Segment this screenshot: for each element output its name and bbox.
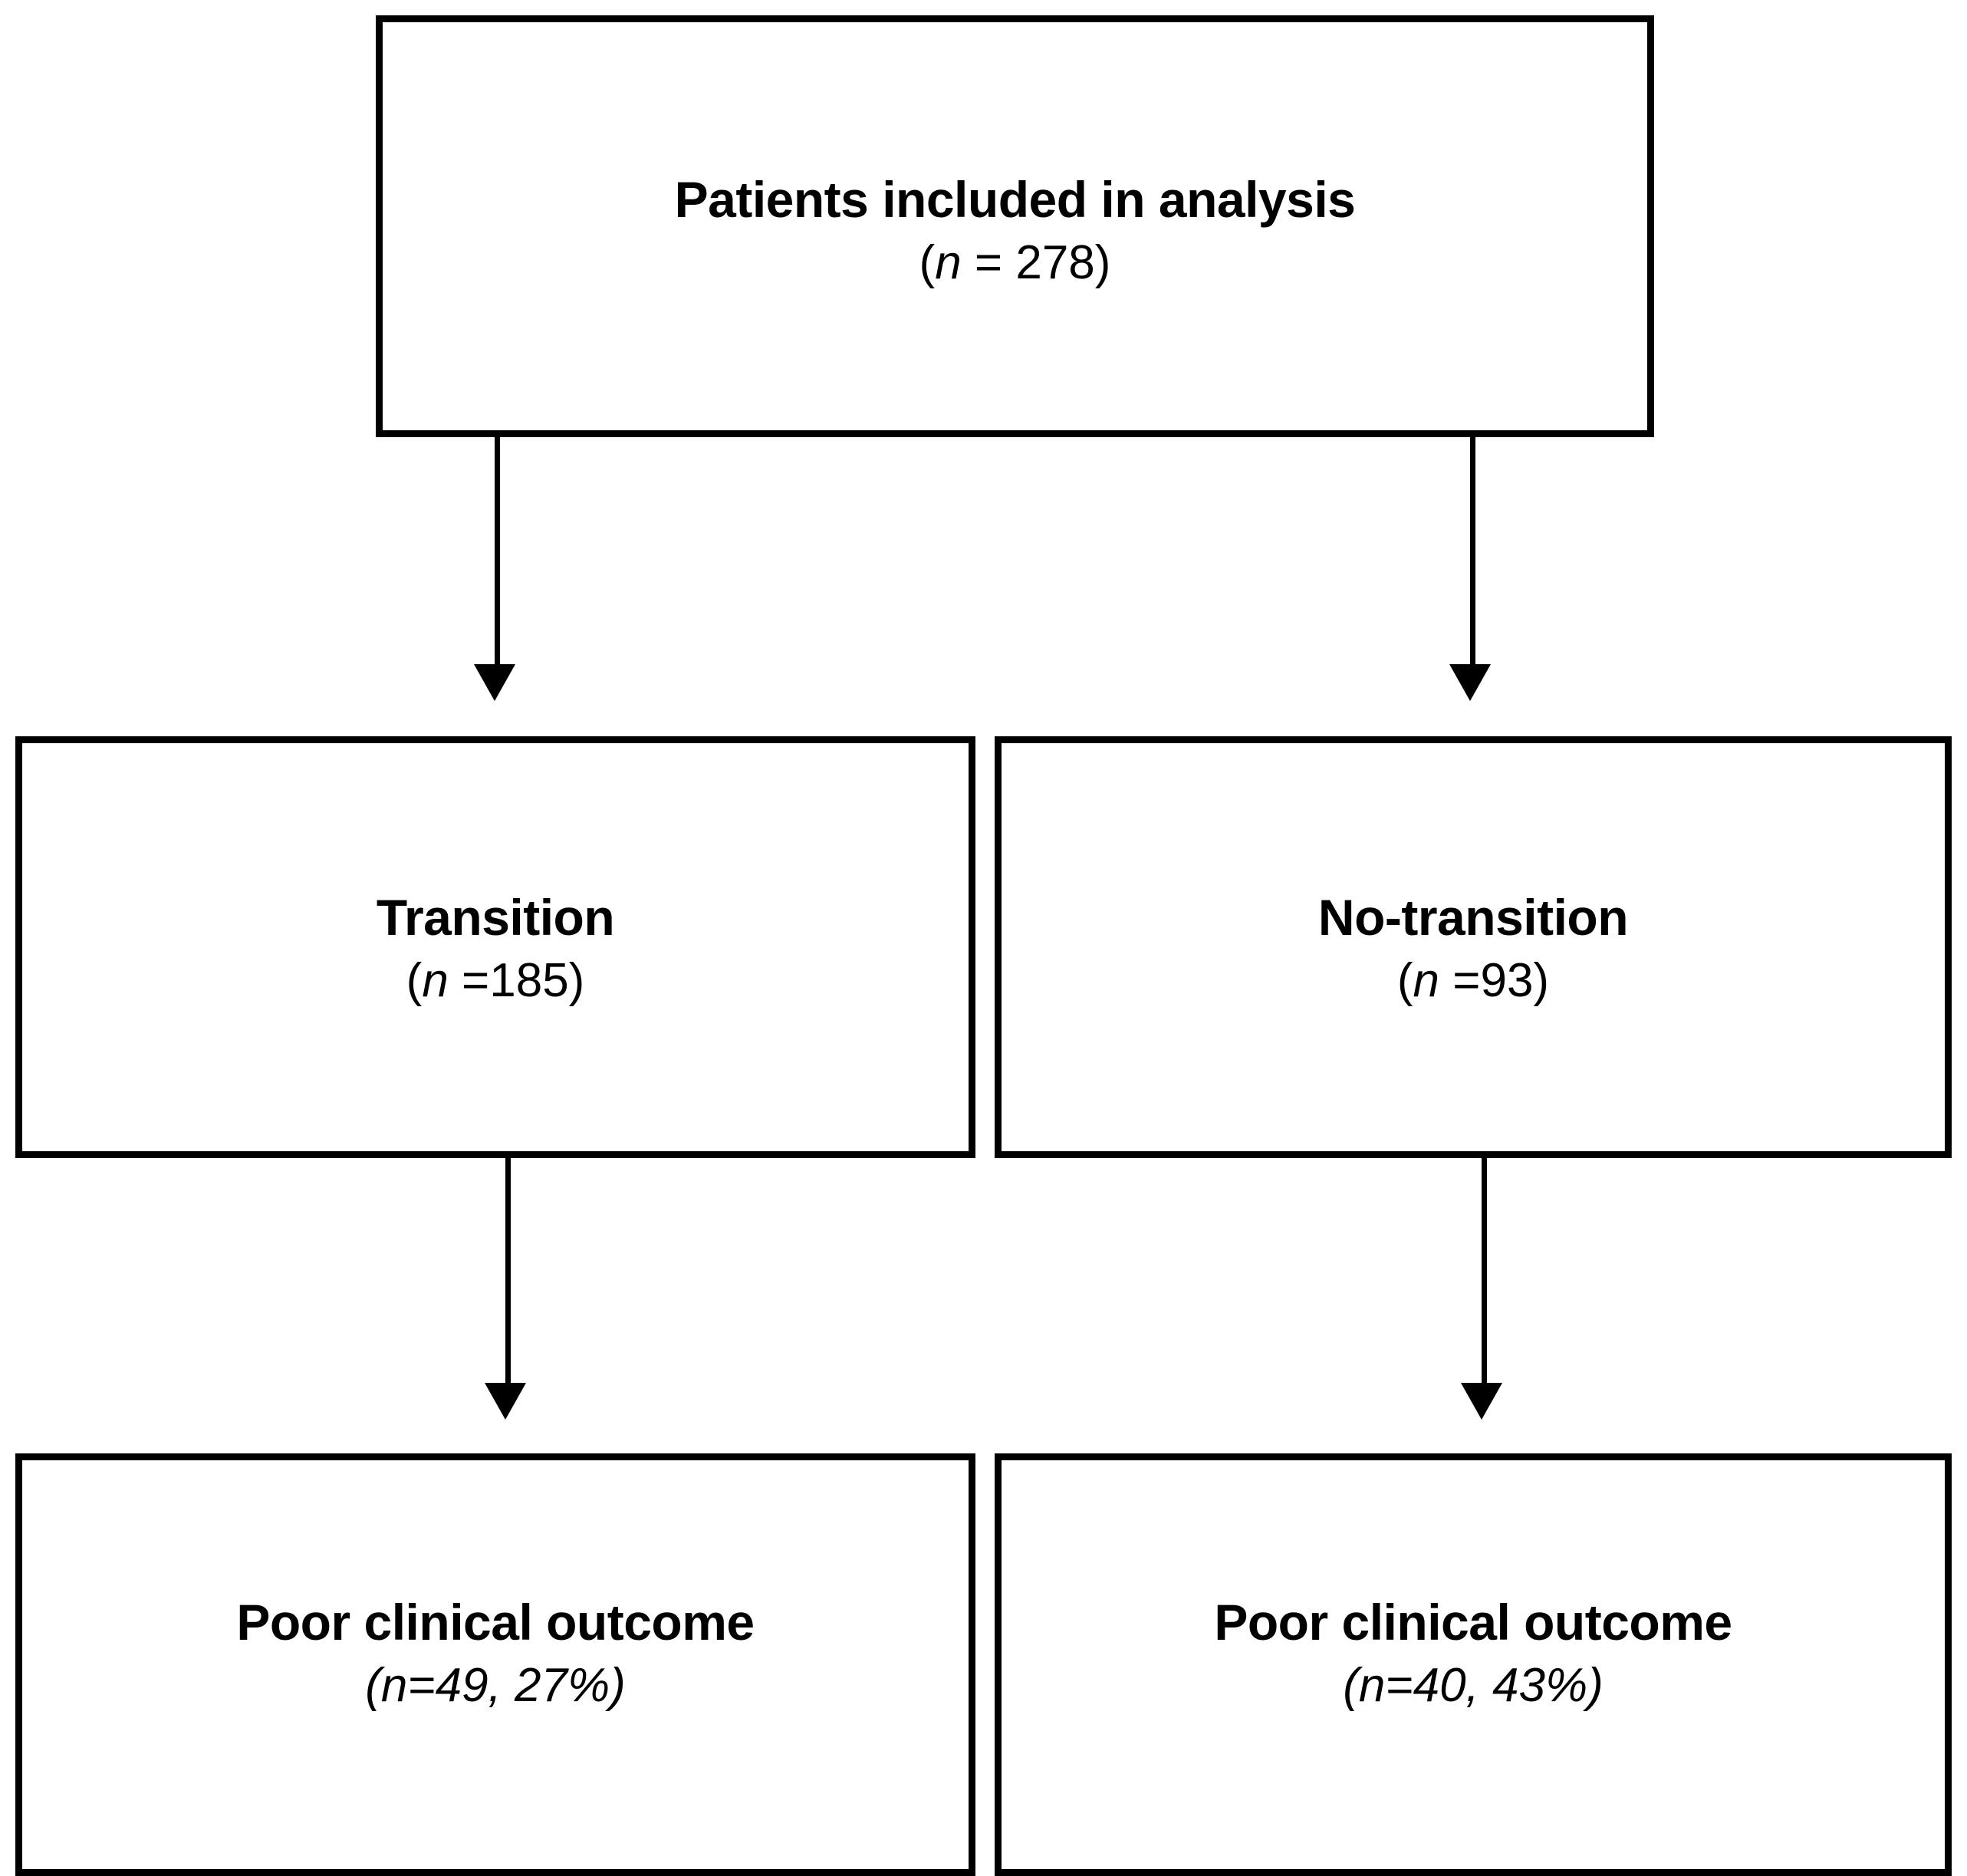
down-arrow-icon [1461, 1383, 1502, 1420]
edge-line-top-to-transition [495, 437, 500, 673]
node-count: (n =185) [377, 953, 614, 1009]
edge-line-top-to-no-transition [1470, 437, 1475, 673]
node-title: Transition [376, 888, 615, 946]
count-prefix: ( [1343, 1659, 1359, 1713]
node-text-stack: Poor clinical outcome (n=40, 43%) [1214, 1594, 1732, 1714]
node-count: (n = 278) [675, 235, 1356, 291]
count-variable: n [1358, 1659, 1386, 1713]
count-variable: n [935, 235, 962, 289]
node-patients-included: Patients included in analysis (n = 278) [376, 15, 1654, 437]
edge-line-transition-to-outcome [505, 1158, 511, 1392]
node-text-stack: Patients included in analysis (n = 278) [674, 170, 1356, 291]
count-variable: n [380, 1659, 408, 1713]
down-arrow-icon [474, 664, 515, 701]
node-count: (n=40, 43%) [1214, 1657, 1732, 1714]
down-arrow-icon [1449, 664, 1491, 701]
count-value: =49, 27%) [407, 1659, 626, 1713]
node-title: Poor clinical outcome [1214, 1594, 1732, 1651]
count-value: =93) [1439, 953, 1550, 1007]
node-text-stack: Poor clinical outcome (n=49, 27%) [236, 1594, 755, 1714]
node-poor-outcome-no-transition: Poor clinical outcome (n=40, 43%) [995, 1453, 1952, 1876]
count-variable: n [1413, 953, 1440, 1007]
node-title: No-transition [1317, 888, 1629, 946]
count-value: = 278) [961, 235, 1111, 289]
count-variable: n [422, 953, 449, 1007]
node-text-stack: Transition (n =185) [376, 888, 615, 1009]
node-text-stack: No-transition (n =93) [1317, 888, 1629, 1009]
count-prefix: ( [406, 953, 423, 1007]
count-prefix: ( [365, 1659, 381, 1713]
count-prefix: ( [919, 235, 936, 289]
node-count: (n=49, 27%) [236, 1657, 754, 1714]
node-count: (n =93) [1318, 953, 1628, 1009]
node-title: Poor clinical outcome [236, 1594, 755, 1651]
node-poor-outcome-transition: Poor clinical outcome (n=49, 27%) [15, 1453, 975, 1876]
down-arrow-icon [485, 1383, 526, 1420]
node-title: Patients included in analysis [674, 170, 1356, 228]
node-no-transition: No-transition (n =93) [995, 736, 1952, 1158]
count-value: =185) [448, 953, 585, 1007]
count-prefix: ( [1396, 953, 1413, 1007]
node-transition: Transition (n =185) [15, 736, 975, 1158]
count-value: =40, 43%) [1385, 1659, 1604, 1713]
edge-line-no-transition-to-outcome [1482, 1158, 1487, 1392]
